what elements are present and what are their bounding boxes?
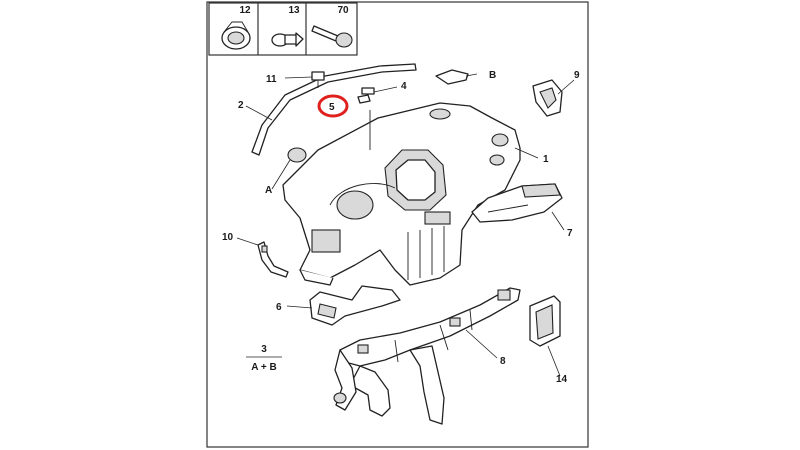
clip-5 xyxy=(357,94,371,104)
clip-11 xyxy=(311,71,325,88)
push-clip-icon xyxy=(221,21,251,50)
fastener-box: 12 13 70 xyxy=(208,2,358,56)
rivet-clip-icon xyxy=(271,32,304,47)
screw-icon xyxy=(311,25,353,48)
bracket-10 xyxy=(257,241,289,278)
callout-7: 7 xyxy=(567,228,573,239)
callout-10: 10 xyxy=(222,232,234,243)
callout-11: 11 xyxy=(266,74,277,85)
fastener-ref-13: 13 xyxy=(288,5,300,16)
callout-A: A xyxy=(265,185,272,196)
cap-A xyxy=(287,147,307,163)
callout-1: 1 xyxy=(543,154,549,165)
leader-lines xyxy=(236,73,575,377)
grille-B xyxy=(435,69,469,85)
lower-trim-6 xyxy=(309,285,401,326)
legend-numerator: 3 xyxy=(261,344,267,355)
callout-5: 5 xyxy=(329,102,335,113)
fastener-ref-12: 12 xyxy=(239,5,251,16)
clip-4 xyxy=(361,87,375,95)
callout-9: 9 xyxy=(574,70,580,81)
callout-14: 14 xyxy=(556,374,568,385)
callout-8: 8 xyxy=(500,356,506,367)
vent-14 xyxy=(529,295,561,347)
side-vent-9 xyxy=(532,79,563,117)
trim-strip-2 xyxy=(251,63,417,156)
dashboard-panel-1 xyxy=(282,102,521,286)
diagram-frame xyxy=(206,1,589,448)
panel-7 xyxy=(471,183,563,223)
fastener-ref-70: 70 xyxy=(337,5,349,16)
callout-6: 6 xyxy=(276,302,282,313)
callout-2: 2 xyxy=(238,100,244,111)
highlight-circle xyxy=(317,94,349,118)
legend-denominator: A + B xyxy=(251,362,276,373)
cross-beam-8 xyxy=(333,287,521,425)
callout-4: 4 xyxy=(401,81,407,92)
kit-legend: 3 A + B xyxy=(246,344,282,373)
callout-B: B xyxy=(489,70,496,81)
